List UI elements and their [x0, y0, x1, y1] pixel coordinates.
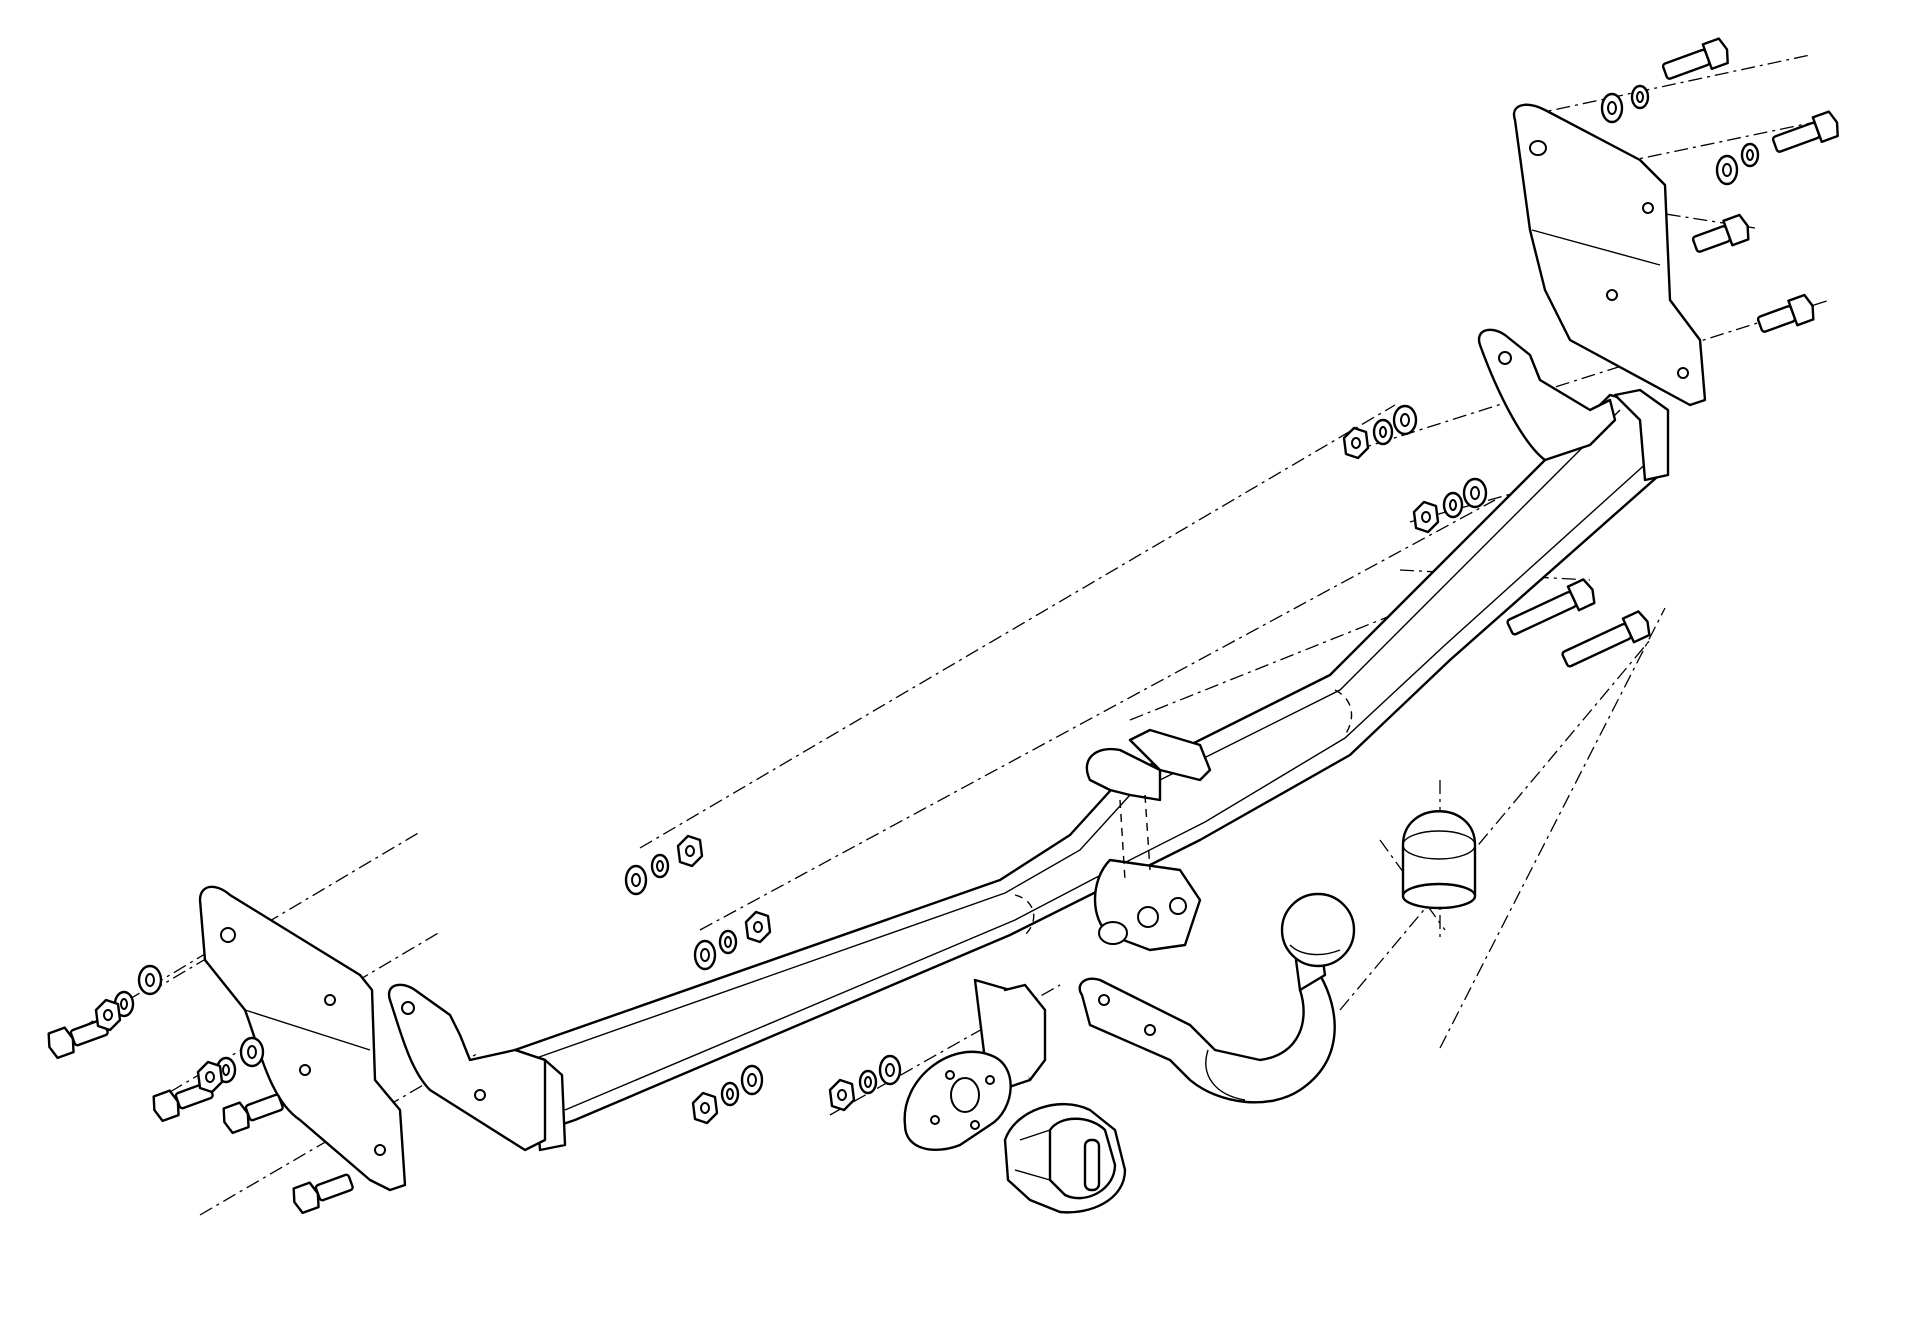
left-inner-bracket — [387, 983, 547, 1152]
washer — [1600, 92, 1624, 124]
washer — [650, 853, 670, 879]
washer — [1715, 154, 1739, 186]
left-mounting-bracket — [198, 885, 407, 1192]
nut — [1342, 426, 1370, 460]
washer — [858, 1069, 878, 1095]
washer — [878, 1054, 902, 1086]
washer — [1462, 477, 1488, 509]
washer — [740, 1064, 764, 1096]
socket-mounting-plate — [903, 978, 1047, 1152]
washer — [1392, 404, 1418, 436]
tow-bracket-center — [1085, 728, 1212, 952]
bolt — [292, 1173, 354, 1215]
bolt — [1661, 37, 1729, 80]
washer — [1630, 84, 1650, 110]
nut — [94, 998, 122, 1032]
washer — [137, 964, 163, 996]
bolt — [222, 1093, 284, 1135]
washer — [693, 939, 717, 971]
bolt — [1561, 610, 1651, 668]
washers — [113, 84, 1760, 1107]
washer — [1372, 418, 1394, 446]
right-inner-bracket — [1477, 328, 1617, 462]
electrical-socket — [1003, 1102, 1127, 1214]
washer — [720, 1081, 740, 1107]
nut — [196, 1060, 224, 1094]
bolt — [1691, 213, 1750, 253]
bolt — [1756, 293, 1815, 333]
washer — [624, 864, 648, 896]
nut — [691, 1091, 719, 1125]
washer — [1442, 491, 1464, 519]
bolt — [1771, 110, 1839, 153]
washer — [718, 929, 738, 955]
right-mounting-bracket — [1512, 103, 1707, 407]
washer — [1740, 142, 1760, 168]
nut — [744, 910, 772, 944]
washer — [239, 1036, 265, 1068]
bolt — [1506, 578, 1596, 636]
cross-bar-tube — [513, 388, 1670, 1152]
nut — [676, 834, 704, 868]
tow-ball-neck — [1078, 892, 1356, 1104]
bolts — [47, 37, 1839, 1215]
nuts — [94, 426, 1440, 1125]
nut — [828, 1078, 856, 1112]
tow-ball-cap — [1401, 810, 1477, 910]
nut — [1412, 500, 1440, 534]
